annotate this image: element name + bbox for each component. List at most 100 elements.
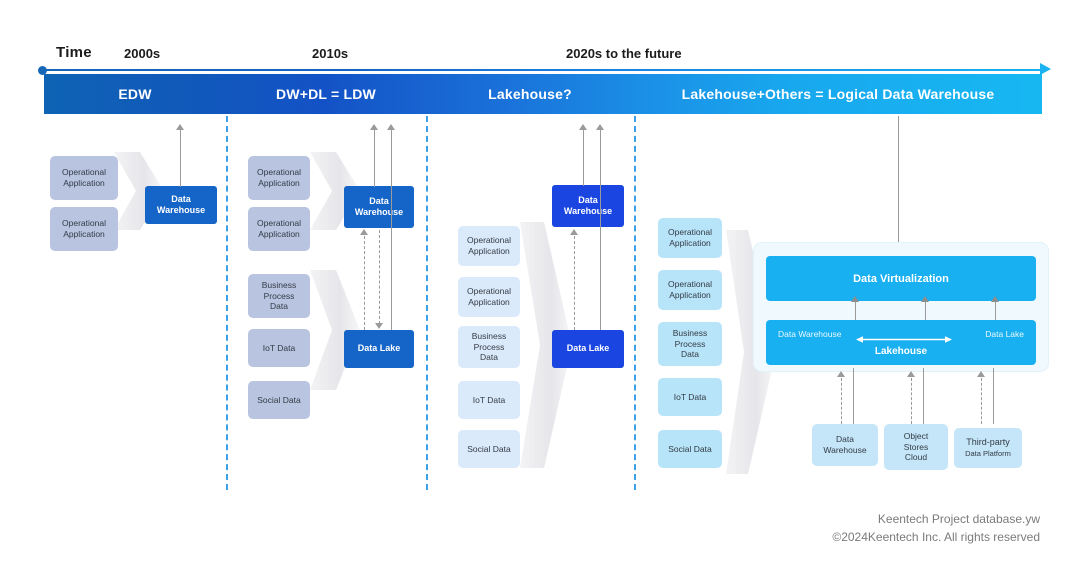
arrow-up-icon	[991, 296, 999, 302]
storage-box-object-stores-cloud: Object Stores Cloud	[884, 424, 948, 470]
source-label: IoT Data	[262, 342, 296, 353]
storage-line-1: Object	[903, 431, 929, 442]
arrow-up-icon	[851, 296, 859, 302]
connector-core-to-dv	[855, 301, 856, 321]
storage-box-third-party-data-platform: Third-party Data Platform	[954, 428, 1022, 468]
connector-storage-solid	[923, 368, 924, 424]
era-banner-lakehouse: Lakehouse?	[488, 86, 572, 102]
storage-box-data-warehouse: Data Warehouse	[812, 424, 878, 466]
connector-storage-dashed	[981, 378, 982, 424]
arrow-up-icon	[360, 229, 368, 235]
source-box-social-data: Social Data	[248, 381, 310, 419]
era-year-2000s: 2000s	[124, 46, 161, 61]
source-label: IoT Data	[472, 394, 506, 405]
source-box-iot-data: IoT Data	[458, 381, 520, 419]
timeline-rule	[42, 69, 1042, 71]
node-label: Data Lake	[566, 343, 610, 354]
connector-storage-solid	[853, 368, 854, 424]
node-label: Data Virtualization	[853, 272, 949, 285]
connector-datalake-bypass	[391, 130, 392, 330]
arrow-up-icon	[370, 124, 378, 130]
arrow-up-icon	[387, 124, 395, 130]
node-data-lake: Data Lake	[552, 330, 624, 368]
storage-label: Data Warehouse	[823, 434, 866, 455]
node-label: Data Lake	[357, 343, 401, 354]
era-year-2020s: 2020s to the future	[566, 46, 682, 61]
connector-core-to-dv	[995, 301, 996, 321]
connector-dw-to-timeline	[374, 130, 375, 187]
timeline-end-arrow-icon	[1040, 63, 1051, 75]
node-data-virtualization: Data Virtualization	[766, 256, 1036, 301]
storage-line-1: Third-party	[966, 437, 1010, 448]
era-year-2010s: 2010s	[312, 46, 349, 61]
arrow-down-icon	[375, 323, 383, 329]
storage-line-2: Warehouse	[823, 445, 867, 455]
storage-line-3: Cloud	[904, 452, 928, 463]
lakehouse-center-label: Lakehouse	[874, 346, 928, 357]
arrow-up-icon	[570, 229, 578, 235]
funnel-logical-dw	[726, 230, 776, 474]
connector-storage-dashed	[841, 378, 842, 424]
connector-dw-to-dl-dashed	[379, 230, 380, 324]
connector-dw-to-timeline	[180, 130, 181, 187]
footer-line-1: Keentech Project database.yw	[877, 512, 1040, 526]
divider-2	[426, 116, 428, 490]
connector-panel-to-timeline	[898, 116, 899, 242]
era-banner-ldw: DW+DL = LDW	[276, 86, 376, 102]
source-label: Social Data	[467, 443, 511, 454]
source-label: Social Data	[257, 394, 301, 405]
arrow-up-icon	[579, 124, 587, 130]
storage-line-1: Data	[836, 434, 854, 445]
node-data-lake: Data Lake	[344, 330, 414, 368]
funnel-lakehouse	[520, 222, 572, 468]
storage-label: Object Stores Cloud	[904, 431, 929, 463]
lakehouse-right-tag: Data Lake	[985, 329, 1024, 339]
node-lakehouse: Data Warehouse Data Lake Lakehouse	[766, 320, 1036, 365]
source-box-iot-data: IoT Data	[248, 329, 310, 367]
bidirectional-arrow-icon	[856, 336, 952, 343]
arrow-up-icon	[837, 371, 845, 377]
storage-label: Third-party Data Platform	[965, 437, 1011, 459]
timeline-axis-label: Time	[56, 44, 92, 61]
era-banner-logical-dw: Lakehouse+Others = Logical Data Warehous…	[681, 86, 995, 102]
lakehouse-left-tag: Data Warehouse	[778, 329, 842, 339]
arrow-up-icon	[176, 124, 184, 130]
arrow-up-icon	[907, 371, 915, 377]
source-label: Social Data	[668, 443, 712, 454]
divider-1	[226, 116, 228, 490]
connector-dw-to-timeline	[583, 130, 584, 186]
arrow-up-icon	[977, 371, 985, 377]
era-banner-edw: EDW	[118, 86, 152, 102]
footer-line-2: ©2024Keentech Inc. All rights reserved	[832, 530, 1040, 544]
storage-line-2: Stores	[903, 441, 929, 452]
source-box-social-data: Social Data	[658, 430, 722, 468]
storage-line-2: Data Platform	[965, 449, 1011, 459]
connector-dl-to-dw-dashed	[364, 236, 365, 330]
